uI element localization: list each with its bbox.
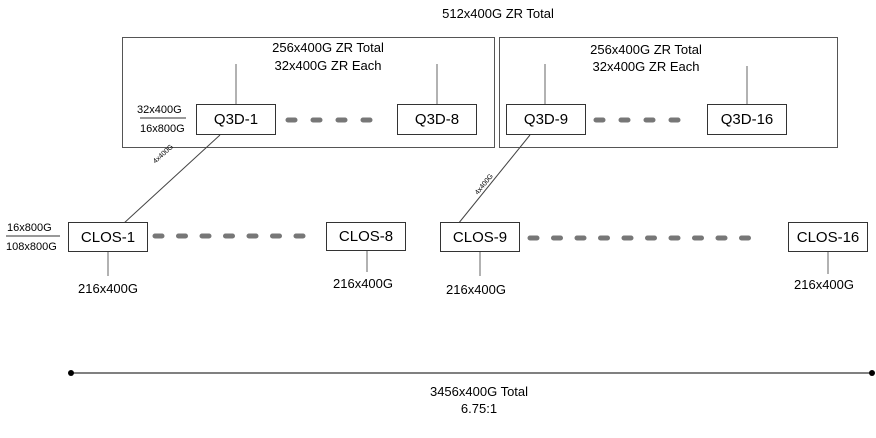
clos-node-16-label: CLOS-16 — [796, 228, 860, 246]
group-right-total-label: 256x400G ZR Total — [590, 42, 702, 57]
q3d-node-16-label: Q3D-16 — [720, 111, 774, 128]
q3d-node-1-label: Q3D-1 — [213, 111, 259, 128]
clos-1-capacity: 216x400G — [78, 281, 138, 296]
q3d-node-9[interactable]: Q3D-9 — [506, 104, 586, 135]
group-left-each-label: 32x400G ZR Each — [274, 58, 382, 73]
oversubscription-ratio: 6.75:1 — [460, 401, 498, 416]
total-span-right-dot — [869, 370, 875, 376]
clos-9-capacity: 216x400G — [446, 282, 506, 297]
q3d-side-label-bottom: 16x800G — [140, 123, 185, 135]
clos-node-1[interactable]: CLOS-1 — [68, 222, 148, 252]
clos-8-capacity: 216x400G — [333, 276, 393, 291]
clos-node-8-label: CLOS-8 — [338, 228, 394, 245]
clos-node-9[interactable]: CLOS-9 — [440, 222, 520, 252]
clos-node-1-label: CLOS-1 — [80, 228, 136, 246]
total-span-left-dot — [68, 370, 74, 376]
group-right-each-label: 32x400G ZR Each — [592, 59, 700, 74]
group-left-total-label: 256x400G ZR Total — [272, 40, 384, 55]
clos-16-capacity: 216x400G — [794, 277, 854, 292]
q3d-node-8-label: Q3D-8 — [414, 111, 460, 128]
link-q3d1-clos1 — [122, 134, 221, 225]
clos-side-label-bottom: 108x800G — [6, 241, 57, 253]
bottom-total-label: 3456x400G Total — [429, 384, 529, 399]
link-q3d9-clos9 — [457, 134, 531, 225]
clos-node-9-label: CLOS-9 — [452, 228, 508, 246]
clos-node-8[interactable]: CLOS-8 — [326, 222, 406, 251]
q3d-node-1[interactable]: Q3D-1 — [196, 104, 276, 135]
top-total-label: 512x400G ZR Total — [442, 6, 554, 21]
q3d-node-9-label: Q3D-9 — [523, 111, 569, 128]
q3d-node-16[interactable]: Q3D-16 — [707, 104, 787, 135]
q3d-node-8[interactable]: Q3D-8 — [397, 104, 477, 135]
clos-node-16[interactable]: CLOS-16 — [788, 222, 868, 252]
q3d-side-label-top: 32x400G — [137, 104, 182, 116]
clos-side-label-top: 16x800G — [7, 222, 52, 234]
